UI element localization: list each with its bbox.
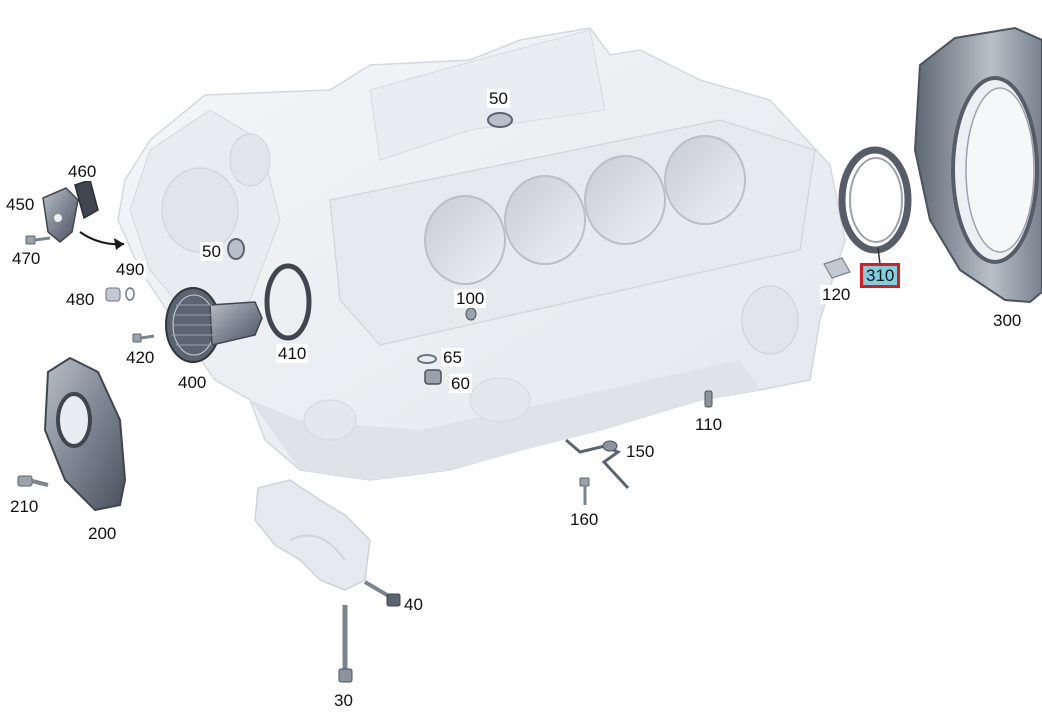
- label-part-210[interactable]: 210: [8, 497, 41, 516]
- part-30-bolt[interactable]: [338, 605, 353, 683]
- label-part-490[interactable]: 490: [114, 260, 147, 279]
- part-100-plug[interactable]: [465, 307, 477, 321]
- label-part-400[interactable]: 400: [176, 373, 209, 392]
- part-150-oil-jet[interactable]: [565, 438, 630, 490]
- part-160-bolt[interactable]: [579, 477, 590, 505]
- label-part-160[interactable]: 160: [568, 510, 601, 529]
- label-part-60[interactable]: 60: [449, 374, 472, 393]
- part-470-bolt[interactable]: [25, 235, 51, 245]
- part-200-front-cover[interactable]: [43, 356, 127, 512]
- label-part-410[interactable]: 410: [276, 344, 309, 363]
- part-210-bolt[interactable]: [17, 475, 49, 487]
- part-60-plug[interactable]: [424, 369, 442, 385]
- label-part-40[interactable]: 40: [402, 595, 425, 614]
- part-65-ring[interactable]: [417, 354, 437, 364]
- part-50-plug-left[interactable]: [227, 238, 245, 260]
- bearing-cap: [254, 479, 371, 591]
- leader-line-310: [877, 247, 881, 265]
- label-part-120[interactable]: 120: [820, 285, 853, 304]
- label-part-420[interactable]: 420: [124, 348, 157, 367]
- part-420-bolt[interactable]: [132, 333, 155, 343]
- label-part-30[interactable]: 30: [332, 691, 355, 710]
- part-460-gasket[interactable]: [74, 179, 99, 220]
- label-part-470[interactable]: 470: [10, 249, 43, 268]
- part-300-cover-plate[interactable]: [913, 26, 1042, 304]
- label-part-460[interactable]: 460: [66, 162, 99, 181]
- label-part-480[interactable]: 480: [64, 290, 97, 309]
- part-40-bolt[interactable]: [363, 580, 401, 607]
- label-part-300[interactable]: 300: [991, 311, 1024, 330]
- part-110-pin[interactable]: [704, 390, 713, 408]
- part-310-seal-ring[interactable]: [838, 146, 912, 254]
- label-part-65[interactable]: 65: [441, 348, 464, 367]
- label-part-50-left[interactable]: 50: [200, 242, 223, 261]
- label-part-150[interactable]: 150: [624, 442, 657, 461]
- part-480-plug[interactable]: [105, 287, 135, 302]
- label-part-200[interactable]: 200: [86, 524, 119, 543]
- label-part-100[interactable]: 100: [454, 289, 487, 308]
- label-part-310-selected[interactable]: 310: [859, 263, 901, 288]
- assembly-arrow: [79, 231, 125, 250]
- cylinder-bores: [424, 135, 746, 285]
- part-120-dowel[interactable]: [823, 257, 851, 279]
- label-part-50-top[interactable]: 50: [487, 89, 510, 108]
- part-410-o-ring[interactable]: [264, 263, 312, 341]
- part-50-plug-top[interactable]: [487, 112, 513, 128]
- part-450-bracket[interactable]: [42, 187, 79, 243]
- part-400-filter-cover[interactable]: [165, 287, 263, 363]
- label-part-110[interactable]: 110: [693, 415, 725, 434]
- label-part-450[interactable]: 450: [4, 195, 37, 214]
